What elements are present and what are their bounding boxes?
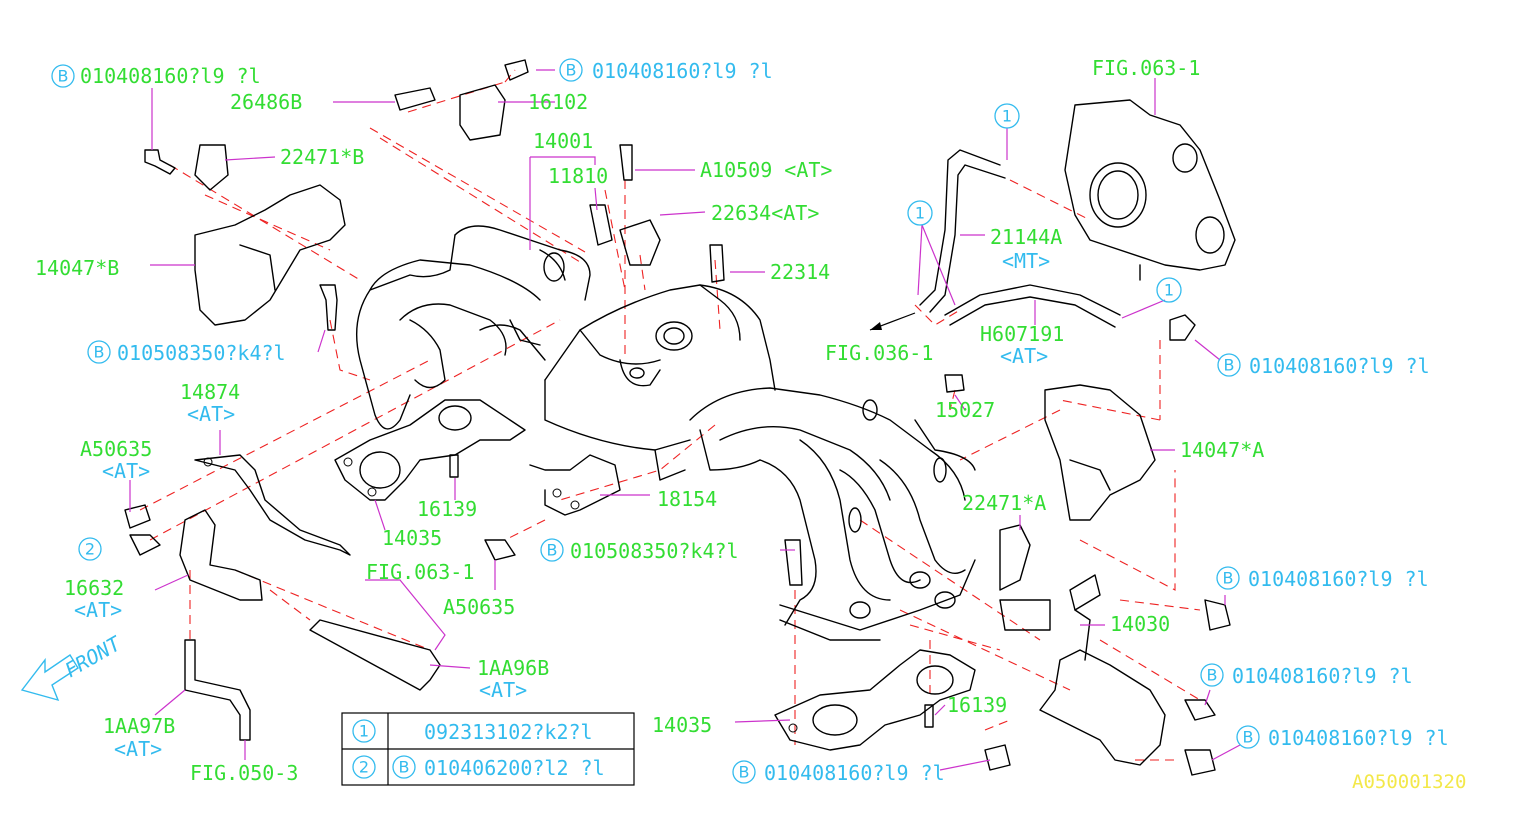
sensors-and-bolts-line-art — [124, 59, 1231, 776]
circle-b-icon: B — [1200, 663, 1224, 687]
label-14030: 14030 — [1110, 612, 1170, 636]
label-fig050-3: FIG.050-3 — [190, 761, 298, 785]
label-18154: 18154 — [657, 487, 717, 511]
gaskets-line-art — [334, 399, 976, 751]
front-arrow-icon: FRONT — [20, 630, 127, 702]
label-15027: 15027 — [935, 398, 995, 422]
svg-text:B: B — [94, 343, 105, 362]
svg-text:B: B — [1223, 569, 1234, 588]
throttle-body-line-art — [1064, 99, 1236, 281]
label-14035-upper: 14035 — [382, 526, 442, 550]
label-a50635-left: A50635 — [80, 437, 152, 461]
svg-text:B: B — [547, 541, 558, 560]
label-1aa96b: 1AA96B — [477, 656, 549, 680]
label-16632: 16632 — [64, 576, 124, 600]
label-26486b: 26486B — [230, 90, 302, 114]
circle-b-icon: B — [1236, 725, 1260, 749]
label-fig063-1-lower: FIG.063-1 — [366, 560, 474, 584]
label-b010408160-right4: 010408160?l9 ?l — [1268, 726, 1449, 750]
svg-text:1: 1 — [1164, 281, 1174, 300]
svg-text:1: 1 — [915, 204, 925, 223]
front-label: FRONT — [61, 630, 127, 682]
svg-text:2: 2 — [359, 758, 369, 777]
label-21144a: 21144A — [990, 225, 1062, 249]
circle-2-icon: 2 — [78, 537, 102, 561]
circle-b-icon: B — [392, 755, 416, 779]
circle-b-icon: B — [1216, 566, 1240, 590]
label-14001: 14001 — [533, 129, 593, 153]
circle-1-icon: 1 — [994, 103, 1020, 129]
label-h607191: H607191 — [980, 322, 1064, 346]
svg-text:B: B — [58, 67, 69, 86]
label-fig036-1: FIG.036-1 — [825, 341, 933, 365]
svg-text:2: 2 — [85, 540, 95, 559]
figure-id: A050001320 — [1352, 771, 1466, 793]
label-b010508350-left: 010508350?k4?l — [117, 341, 286, 365]
circle-b-icon: B — [559, 58, 583, 82]
legend-row-1-part: 092313102?k2?l — [424, 720, 593, 744]
hoses-line-art — [179, 149, 1121, 741]
label-22634: 22634<AT> — [711, 201, 819, 225]
label-1aa97b-at: <AT> — [114, 737, 162, 761]
label-22471b: 22471*B — [280, 145, 364, 169]
arrowhead-icon — [870, 322, 882, 330]
label-b010408160-top-left: 010408160?l9 ?l — [80, 64, 261, 88]
svg-text:1: 1 — [1002, 107, 1012, 126]
circle-b-icon: B — [732, 760, 756, 784]
circle-1-icon: 1 — [907, 200, 933, 226]
label-16102: 16102 — [528, 90, 588, 114]
label-16139-lower: 16139 — [947, 693, 1007, 717]
brackets-line-art — [194, 184, 1166, 766]
assembly-dashed-lines — [139, 69, 1201, 761]
label-b010408160-right1: 010408160?l9 ?l — [1249, 354, 1430, 378]
label-b010508350-mid: 010508350?k4?l — [570, 539, 739, 563]
label-b010408160-right2: 010408160?l9 ?l — [1248, 567, 1429, 591]
svg-text:B: B — [566, 61, 577, 80]
label-21144a-mt: <MT> — [1002, 249, 1050, 273]
circle-b-icon: B — [87, 340, 111, 364]
label-11810: 11810 — [548, 164, 608, 188]
label-14874: 14874 — [180, 380, 240, 404]
label-b010408160-top-mid: 010408160?l9 ?l — [592, 59, 773, 83]
svg-text:B: B — [739, 763, 750, 782]
label-16632-at: <AT> — [74, 598, 122, 622]
label-22314: 22314 — [770, 260, 830, 284]
circle-1-icon: 1 — [1156, 277, 1182, 303]
label-b010408160-bottom: 010408160?l9 ?l — [764, 761, 945, 785]
circle-b-icon: B — [1217, 353, 1241, 377]
label-14047a: 14047*A — [1180, 438, 1264, 462]
label-1aa96b-at: <AT> — [479, 678, 527, 702]
circle-2-icon: 2 — [352, 755, 376, 779]
label-14874-at: <AT> — [187, 402, 235, 426]
label-a10509: A10509 <AT> — [700, 158, 832, 182]
svg-text:B: B — [1243, 728, 1254, 747]
circle-b-icon: B — [540, 538, 564, 562]
legend-row-2-part: 010406200?l2 ?l — [424, 756, 605, 780]
label-22471a: 22471*A — [962, 491, 1046, 515]
label-14035-lower: 14035 — [652, 713, 712, 737]
circle-b-icon: B — [51, 64, 75, 88]
svg-text:B: B — [1207, 666, 1218, 685]
label-b010408160-right3: 010408160?l9 ?l — [1232, 664, 1413, 688]
label-1aa97b: 1AA97B — [103, 714, 175, 738]
label-14047b: 14047*B — [35, 256, 119, 280]
svg-text:B: B — [399, 758, 410, 777]
label-a50635-left-at: <AT> — [102, 459, 150, 483]
intake-manifold-line-art — [355, 225, 976, 641]
label-h607191-at: <AT> — [1000, 344, 1048, 368]
circle-1-icon: 1 — [352, 719, 376, 743]
legend-table: 1 092313102?k2?l 2 B 010406200?l2 ?l — [341, 712, 635, 786]
label-fig063-1-top: FIG.063-1 — [1092, 56, 1200, 80]
part-labels: B 010408160?l9 ?l 26486B B 010408160?l9 … — [35, 56, 1466, 793]
label-16139-upper: 16139 — [417, 497, 477, 521]
label-a50635-mid: A50635 — [443, 595, 515, 619]
leader-lines — [129, 69, 1241, 771]
svg-text:B: B — [1224, 356, 1235, 375]
svg-text:1: 1 — [359, 722, 369, 741]
